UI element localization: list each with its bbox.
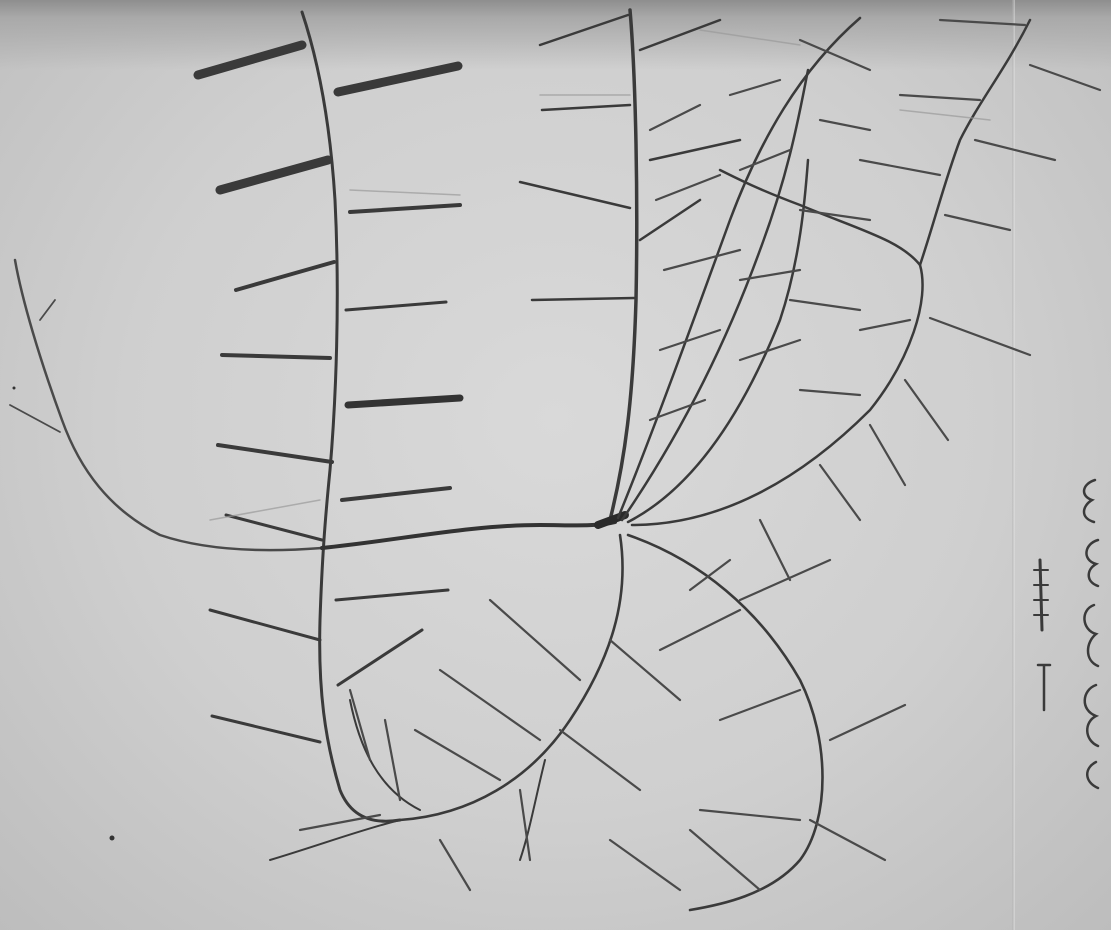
- lower-inner-vein: [350, 700, 420, 810]
- central-right-stroke: [650, 140, 740, 160]
- lower-stroke: [560, 730, 640, 790]
- fan-veins: [618, 18, 1030, 525]
- stray-dot: [110, 836, 115, 841]
- margin-handwriting: [1020, 470, 1110, 800]
- central-trunk: [610, 10, 637, 520]
- lower-stroke: [610, 640, 680, 700]
- faint-stroke: [210, 500, 320, 520]
- lower-stroke: [385, 720, 400, 800]
- lower-stroke: [440, 840, 470, 890]
- lower-left-loop: [400, 535, 623, 820]
- left-stroke: [198, 45, 302, 75]
- far-left-vein: [15, 260, 322, 550]
- right-stroke: [338, 630, 422, 685]
- left-stroke: [220, 160, 328, 190]
- stray-dot: [13, 387, 16, 390]
- fan-stroke: [790, 300, 860, 310]
- fan-stroke: [975, 140, 1055, 160]
- lower-stroke: [520, 790, 530, 860]
- lower-stroke: [740, 560, 830, 600]
- faint-stroke: [350, 190, 460, 195]
- faint-erased-strokes: [210, 30, 990, 520]
- handwriting-stroke: [1087, 762, 1098, 788]
- fan-stroke: [650, 105, 700, 130]
- fan-stroke: [870, 425, 905, 485]
- fan-stroke: [660, 330, 720, 350]
- central-left-stroke: [540, 15, 628, 45]
- lower-stroke: [350, 690, 370, 760]
- right-stroke: [336, 590, 448, 600]
- handwriting-stroke: [1084, 480, 1095, 522]
- right-stroke: [338, 66, 458, 92]
- handwriting-stroke: [1085, 685, 1098, 746]
- lower-stroke: [690, 560, 730, 590]
- lower-right-loop: [628, 535, 823, 910]
- stray-dots: [13, 387, 115, 841]
- central-left-stroke: [542, 105, 630, 110]
- lower-loops: [270, 535, 823, 910]
- lower-stroke: [660, 610, 740, 650]
- far-left-branch: [10, 260, 322, 550]
- far-left-twig: [10, 405, 60, 432]
- lower-stroke: [415, 730, 500, 780]
- fan-stroke: [740, 150, 790, 170]
- lower-stroke: [300, 815, 380, 830]
- fan-vein-2: [622, 70, 808, 520]
- central-connector: [322, 522, 615, 548]
- far-left-twig: [40, 300, 55, 320]
- fan-stroke: [905, 380, 948, 440]
- left-trunk: [302, 12, 400, 821]
- left-stroke: [210, 610, 320, 640]
- fan-stroke: [820, 120, 870, 130]
- handwriting-mark: [1038, 665, 1050, 710]
- left-stroke: [236, 262, 334, 290]
- right-stroke: [350, 205, 460, 212]
- handwriting-stroke: [1084, 605, 1098, 666]
- lower-stroke: [610, 840, 680, 890]
- lower-stroke: [690, 830, 760, 890]
- right-stroke: [348, 398, 460, 405]
- fan-stroke: [800, 40, 870, 70]
- fan-stroke: [664, 250, 740, 270]
- fan-stroke: [930, 318, 1030, 355]
- right-stroke: [342, 488, 450, 500]
- faint-stroke: [700, 30, 800, 45]
- fan-stroke: [730, 80, 780, 95]
- fan-vein-5: [920, 20, 1030, 265]
- left-stroke: [212, 716, 320, 742]
- left-trunk-group: [198, 12, 460, 821]
- fan-stroke: [860, 320, 910, 330]
- right-stroke: [346, 302, 446, 310]
- lower-stroke: [490, 600, 580, 680]
- fan-stroke: [650, 400, 705, 420]
- fan-stroke: [800, 390, 860, 395]
- handwriting-stroke: [1086, 540, 1098, 586]
- fan-stroke: [945, 215, 1010, 230]
- lower-stroke: [440, 670, 540, 740]
- fan-stroke: [860, 160, 940, 175]
- fan-stroke: [656, 175, 720, 200]
- fan-stroke: [900, 95, 980, 100]
- central-right-stroke: [640, 200, 700, 240]
- central-right-stroke: [640, 20, 720, 50]
- fan-stroke: [820, 465, 860, 520]
- fan-stroke: [1030, 65, 1100, 90]
- lower-stroke: [760, 520, 790, 580]
- left-stroke: [226, 515, 322, 540]
- central-left-stroke: [532, 298, 634, 300]
- lower-stroke: [830, 705, 905, 740]
- central-connector-group: [322, 522, 615, 548]
- fan-strokes: [650, 20, 1100, 520]
- central-left-stroke: [520, 182, 630, 208]
- fan-stroke: [940, 20, 1025, 25]
- lower-tail-left: [270, 820, 400, 860]
- lower-stroke: [720, 690, 800, 720]
- lower-stroke: [810, 820, 885, 860]
- left-stroke: [222, 355, 330, 358]
- lower-stroke: [700, 810, 800, 820]
- left-stroke: [218, 445, 332, 462]
- central-trunk-group: [520, 10, 740, 525]
